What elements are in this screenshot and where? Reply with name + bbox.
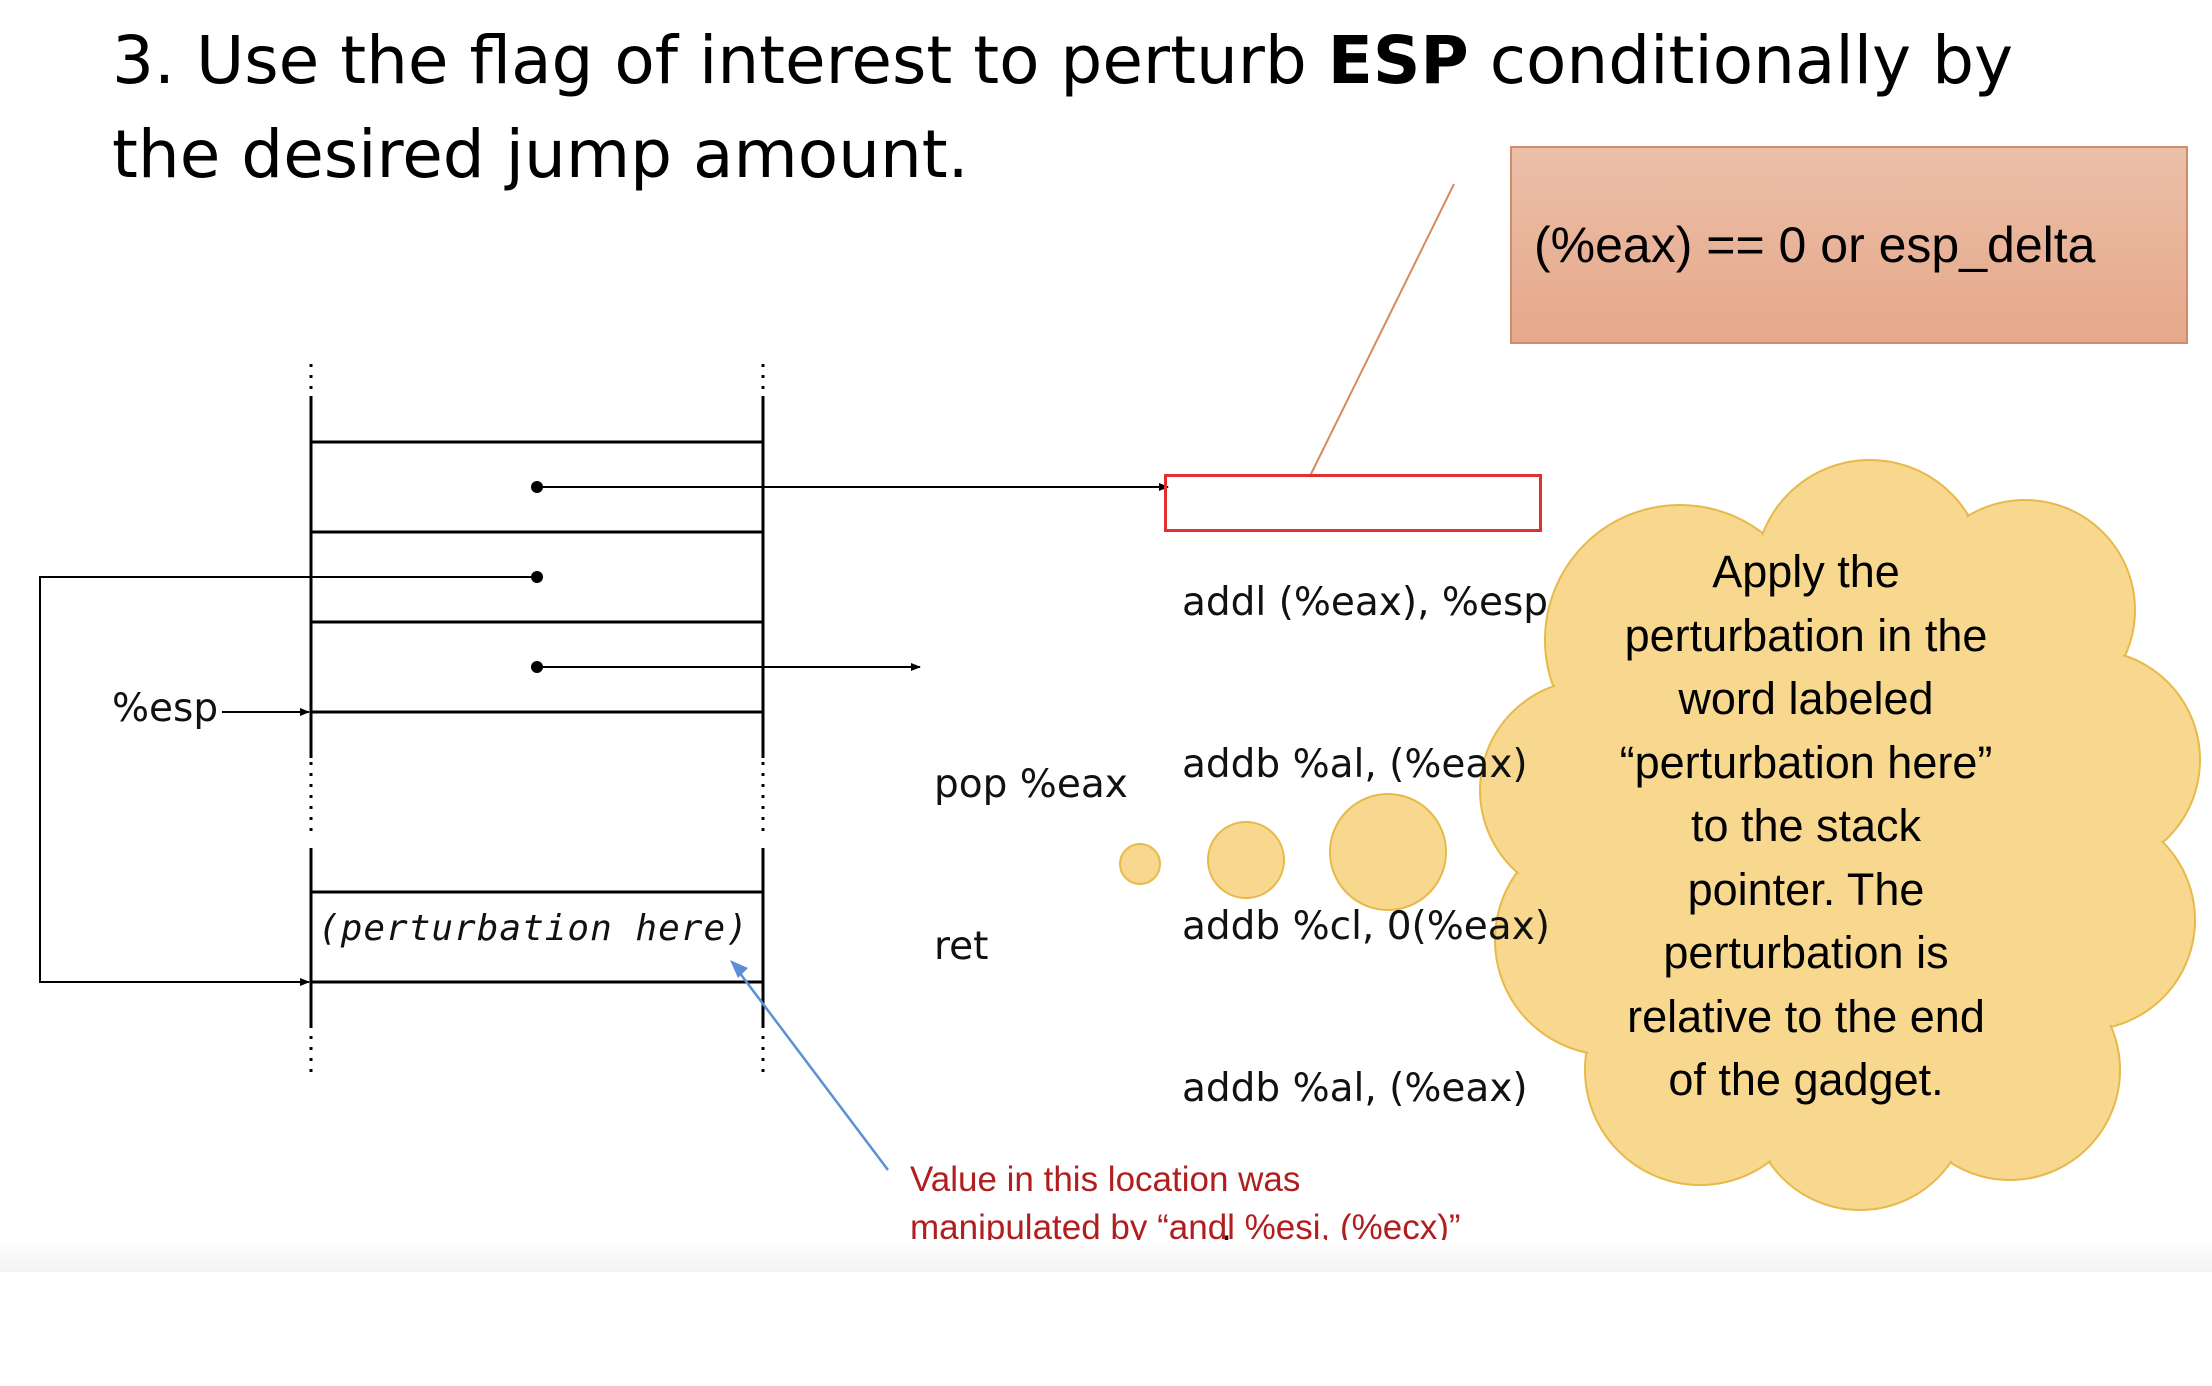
cloud-line-8: relative to the end [1627,990,1985,1042]
gadget-line-2: addb %al, (%eax) [1182,742,1528,787]
condition-callout: (%eax) == 0 or esp_delta [1510,146,2188,344]
cloud-line-2: perturbation in the [1624,609,1988,661]
gadget-line-4: addb %al, (%eax) [1182,1066,1528,1111]
pop-gadget-code: pop %eax ret [934,650,1128,1082]
bottom-shade [0,1240,2212,1272]
pop-line-1: pop %eax [934,762,1128,807]
stack-diagram [39,183,2201,1211]
note-pointer-line [735,967,889,1171]
thought-bubble-small [1119,843,1161,885]
callout-connector [1309,183,1455,477]
title-suffix: conditionally by the desired jump amount… [112,22,2014,193]
gadget-line-3: addb %cl, 0(%eax) [1182,904,1550,949]
title-prefix: 3. Use the flag of interest to perturb [112,22,1328,99]
slide-title: 3. Use the flag of interest to perturb E… [112,14,2112,202]
note-pointer-arrowhead [730,960,748,978]
gadget-line-1: addl (%eax), %esp [1182,580,1549,625]
cloud-line-3: word labeled [1678,673,1934,724]
perturbation-label: (perturbation here) [318,908,749,949]
thought-cloud [1479,459,2201,1211]
pop-line-2: ret [934,924,989,969]
cloud-line-1: Apply the [1712,546,1900,597]
cloud-line-7: perturbation is [1663,927,1949,978]
title-esp-bold: ESP [1327,22,1469,99]
slide: 3. Use the flag of interest to perturb E… [0,14,2212,1273]
esp-label: %esp [112,686,219,731]
thought-bubble-medium [1207,821,1285,899]
note-line-1: Value in this location was [910,1160,1301,1199]
cloud-line-6: pointer. The [1687,863,1925,915]
cloud-line-4: “perturbation here” [1619,736,1993,788]
manipulation-note: Value in this location was manipulated b… [910,1156,1610,1252]
highlighted-instruction-box [1164,474,1542,532]
callout-text: (%eax) == 0 or esp_delta [1534,217,2096,273]
cloud-text: Apply the perturbation in the word label… [1556,540,2056,1112]
cloud-line-9: of the gadget. [1668,1054,1944,1105]
thought-bubble-large [1329,793,1447,911]
loop-arrow [39,576,537,986]
cloud-line-5: to the stack [1690,800,1922,851]
